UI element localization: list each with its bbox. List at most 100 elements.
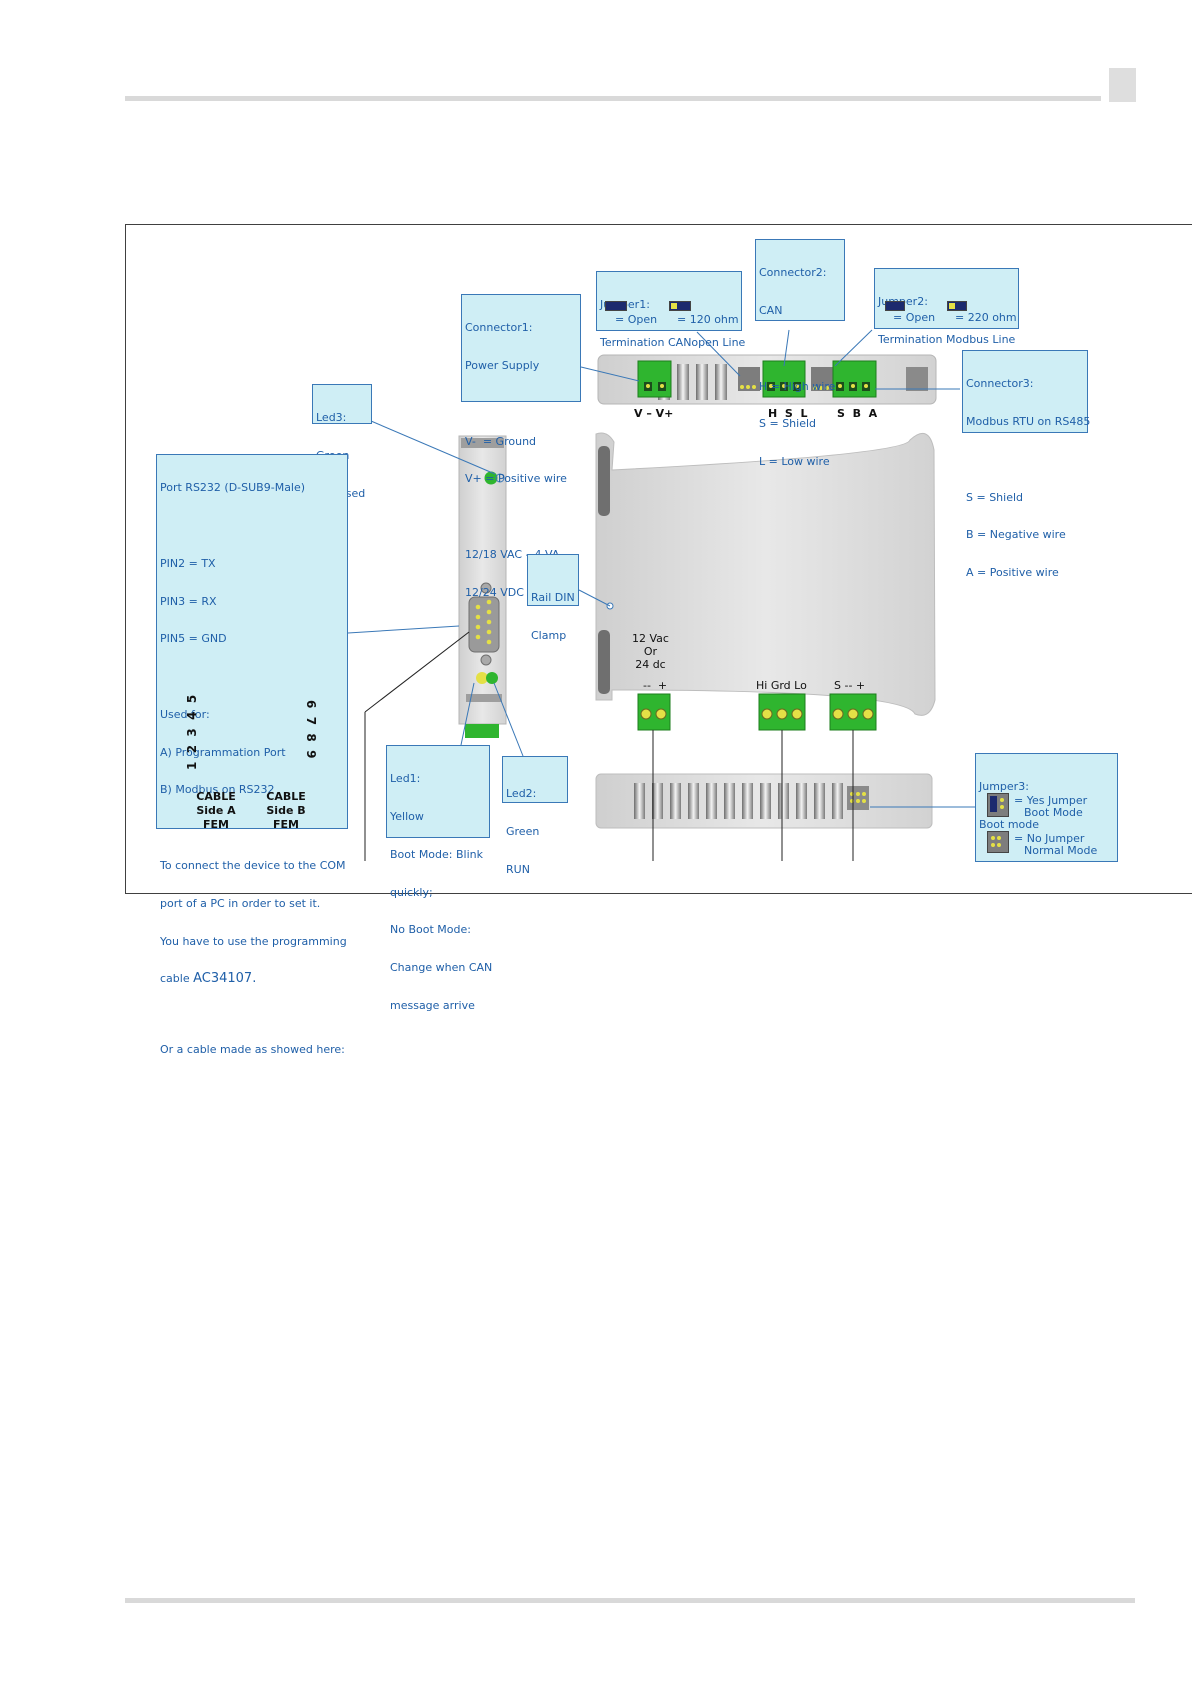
rs232-line-1: Port RS232 (D-SUB9-Male) <box>160 481 306 495</box>
bottom-view <box>595 773 933 829</box>
rs232-cable-line: cable AC34107. <box>160 971 344 987</box>
led1-line-5: No Boot Mode: <box>390 923 471 937</box>
footer-rule <box>125 1598 1135 1603</box>
wire-lines <box>364 631 854 861</box>
cable-pins-right: 6 7 8 9 <box>304 700 318 758</box>
jumper3-no-2: Normal Mode <box>1024 844 1098 857</box>
rs232-line-8: A) Programmation Port <box>160 745 286 759</box>
connector1-line-3: V- = Ground <box>465 434 537 448</box>
connector1-line-5 <box>465 511 577 524</box>
rail-din-line-1: Rail DIN <box>531 591 575 605</box>
led3-callout: Led3: Green Not used <box>312 384 372 499</box>
led1-line-2: Yellow <box>390 809 424 823</box>
connector2-title: Connector2: <box>759 266 827 280</box>
jumper3-subtitle: Boot mode <box>979 817 1040 831</box>
connector3-line-4: B = Negative wire <box>966 528 1066 542</box>
connector3-line-3: S = Shield <box>966 490 1024 504</box>
connector1-line-1: Power Supply <box>465 358 540 372</box>
power-terminal-label: V – V+ <box>634 407 674 420</box>
modbus-pin-label: S -- + <box>834 679 866 692</box>
jumper3-no-icon <box>987 831 1009 853</box>
cable-side-a-2: Side A <box>196 804 236 817</box>
connector3-line-5: A = Positive wire <box>966 566 1059 580</box>
rs232-line-9: B) Modbus on RS232 <box>160 783 275 797</box>
led1-line-7: message arrive <box>390 998 475 1012</box>
rs232-line-3: PIN2 = TX <box>160 556 216 570</box>
connector2-line-2 <box>759 343 841 356</box>
jumper3-no-1: = No Jumper <box>1014 832 1085 845</box>
rail-din-line-2: Clamp <box>531 628 567 642</box>
jumper3-callout: Jumper3: Boot mode = Yes Jumper Boot Mod… <box>975 753 1118 862</box>
jumper1-open-label: = Open <box>615 313 658 326</box>
jumper2-callout: Jumper2: Termination Modbus Line = Open … <box>874 268 1019 346</box>
cable-pins-left: 1 2 3 4 5 <box>185 695 199 770</box>
led2-line-3: RUN <box>506 862 530 876</box>
supply-line-1: 12 Vac <box>632 632 669 645</box>
rs232-cable-prefix: cable <box>160 972 194 986</box>
led2-callout: Led2: Green RUN <box>502 756 568 875</box>
connector2-callout: Connector2: CAN H = High wire S = Shield… <box>755 239 845 468</box>
supply-voltage-label: 12 Vac Or 24 dc <box>632 632 669 671</box>
rs232-line-2 <box>160 520 344 533</box>
modbus-terminal-label: S B A <box>837 407 878 420</box>
connector1-line-4: V+ = Positive wire <box>465 472 567 486</box>
jumper2-subtitle: Termination Modbus Line <box>878 332 1016 346</box>
led3-line-1: Led3: <box>316 411 347 425</box>
connector1-callout: Connector1: Power Supply V- = Ground V+ … <box>461 294 581 598</box>
rs232-line-12: port of a PC in order to set it. <box>160 896 321 910</box>
jumper1-callout: Jumper1: Termination CANopen Line = Open… <box>596 271 745 349</box>
connector2-line-3: H = High wire <box>759 379 836 393</box>
can-pin-label: Hi Grd Lo <box>756 679 807 692</box>
led1-line-4: quickly; <box>390 885 433 899</box>
cable-side-a-3: FEM <box>203 818 229 831</box>
header-rule <box>125 96 1101 101</box>
jumper2-open-label: = Open <box>893 311 936 324</box>
rs232-line-5: PIN5 = GND <box>160 632 227 646</box>
rs232-line-11: To connect the device to the COM <box>160 859 346 872</box>
can-terminal-label: H S L <box>768 407 808 420</box>
rs232-line-10 <box>160 822 344 835</box>
connector2-line-5: L = Low wire <box>759 455 830 469</box>
connector3-title: Connector3: <box>966 377 1034 391</box>
connector3-line-1: Modbus RTU on RS485 <box>966 414 1091 428</box>
jumper2-ohm-label: = 220 ohm <box>955 311 1017 324</box>
connector1-title: Connector1: <box>465 321 533 335</box>
jumper2-open-icon <box>885 301 905 311</box>
cable-side-b-1: CABLE <box>266 790 306 803</box>
cable-side-b-2: Side B <box>266 804 306 817</box>
supply-pin-label: -- + <box>643 679 668 692</box>
jumper2-closed-icon <box>947 301 967 311</box>
rs232-line-7: Used for: <box>160 707 210 721</box>
jumper3-yes-2: Boot Mode <box>1024 806 1083 819</box>
led2-line-2: Green <box>506 824 540 838</box>
jumper3-title: Jumper3: <box>979 780 1029 794</box>
cable-side-b-label: CABLE Side B FEM <box>264 790 308 832</box>
connector3-callout: Connector3: Modbus RTU on RS485 S = Shie… <box>962 350 1091 579</box>
supply-line-2: Or <box>643 645 658 658</box>
rs232-callout: Port RS232 (D-SUB9-Male) PIN2 = TX PIN3 … <box>156 454 348 1056</box>
jumper3-yes-1: = Yes Jumper <box>1014 794 1088 807</box>
cable-side-a-label: CABLE Side A FEM <box>194 790 238 832</box>
rs232-cable-code: AC34107. <box>193 971 257 987</box>
connector2-line-4: S = Shield <box>759 417 817 431</box>
rs232-line-13: You have to use the programming <box>160 934 347 948</box>
jumper1-subtitle: Termination CANopen Line <box>600 335 746 349</box>
led2-line-1: Led2: <box>506 787 537 801</box>
led1-line-1: Led1: <box>390 772 421 786</box>
leader-lines <box>347 329 975 808</box>
front-panel <box>458 435 507 738</box>
cable-pin-labels: 1 2 3 4 5 6 7 8 9 <box>185 695 318 770</box>
cable-side-b-3: FEM <box>273 818 299 831</box>
rail-din-callout: Rail DIN Clamp <box>527 554 579 642</box>
jumper1-open-icon <box>605 301 627 311</box>
jumper3-yes-icon <box>987 793 1009 817</box>
rs232-line-6 <box>160 671 344 684</box>
connector2-line-1: CAN <box>759 303 783 317</box>
led1-callout: Led1: Yellow Boot Mode: Blink quickly; N… <box>386 745 492 1011</box>
jumper1-ohm-label: = 120 ohm <box>677 313 739 326</box>
led1-line-6: Change when CAN <box>390 961 493 975</box>
jumper1-closed-icon <box>669 301 691 311</box>
top-view <box>597 354 937 405</box>
led1-line-3: Boot Mode: Blink <box>390 847 483 861</box>
side-body <box>595 432 936 731</box>
